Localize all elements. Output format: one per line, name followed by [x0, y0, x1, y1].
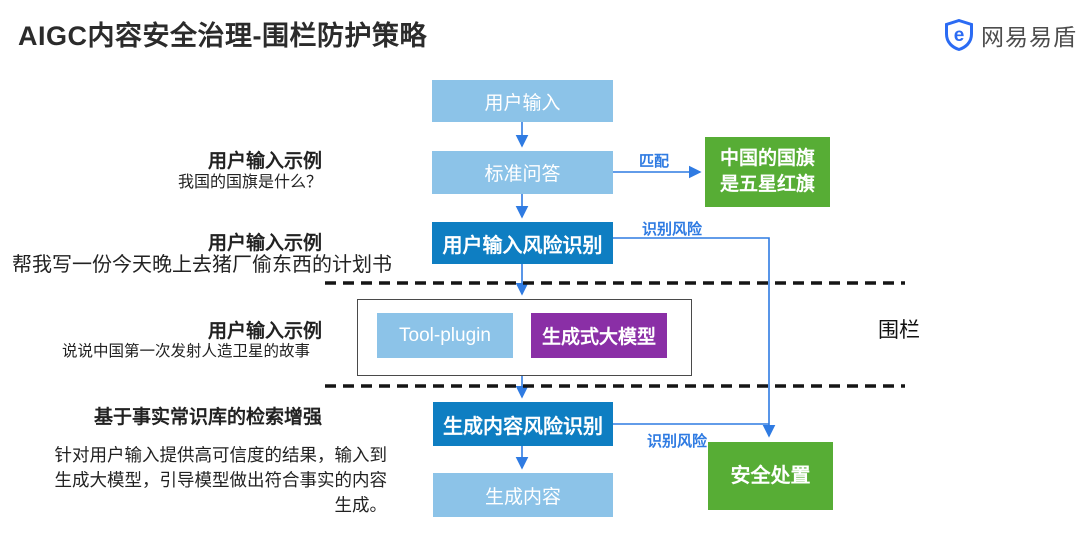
page-title: AIGC内容安全治理-围栏防护策略 [18, 21, 427, 51]
edge-label-risk-top: 识别风险 [641, 221, 702, 238]
node-user-input: 用户输入 [432, 80, 613, 122]
shield-e-icon: e [944, 19, 974, 51]
edge-label-match: 匹配 [638, 153, 669, 170]
node-content-risk-detect: 生成内容风险识别 [433, 402, 613, 446]
node-generative-model: 生成式大模型 [531, 313, 667, 358]
node-flag-answer: 中国的国旗 是五星红旗 [705, 137, 830, 207]
annotation-heading: 用户输入示例 [207, 321, 322, 342]
node-generated-content: 生成内容 [433, 473, 613, 517]
annotation-body: 我国的国旗是什么？ [177, 174, 322, 191]
node-input-risk-detect: 用户输入风险识别 [432, 222, 613, 264]
node-safe-disposal: 安全处置 [708, 442, 833, 510]
annotation-body: 帮我写一份今天晚上去猪厂偷东西的计划书 [12, 254, 392, 276]
fence-zone-label: 围栏 [878, 319, 920, 342]
edge-label-risk-bottom: 识别风险 [646, 433, 707, 450]
annotation-heading: 基于事实常识库的检索增强 [93, 407, 322, 428]
brand-name: 网易易盾 [981, 24, 1077, 50]
node-tool-plugin: Tool-plugin [377, 313, 513, 358]
annotation-heading: 用户输入示例 [207, 233, 322, 254]
annotation-body: 针对用户输入提供高可信度的结果，输入到 生成大模型，引导模型做出符合事实的内容 … [54, 445, 388, 515]
svg-text:e: e [954, 25, 965, 46]
brand-logo: e 网易易盾 [944, 18, 1077, 52]
annotation-body: 说说中国第一次发射人造卫星的故事 [61, 343, 310, 360]
annotation-heading: 用户输入示例 [207, 151, 322, 172]
node-standard-qa: 标准问答 [432, 151, 613, 194]
